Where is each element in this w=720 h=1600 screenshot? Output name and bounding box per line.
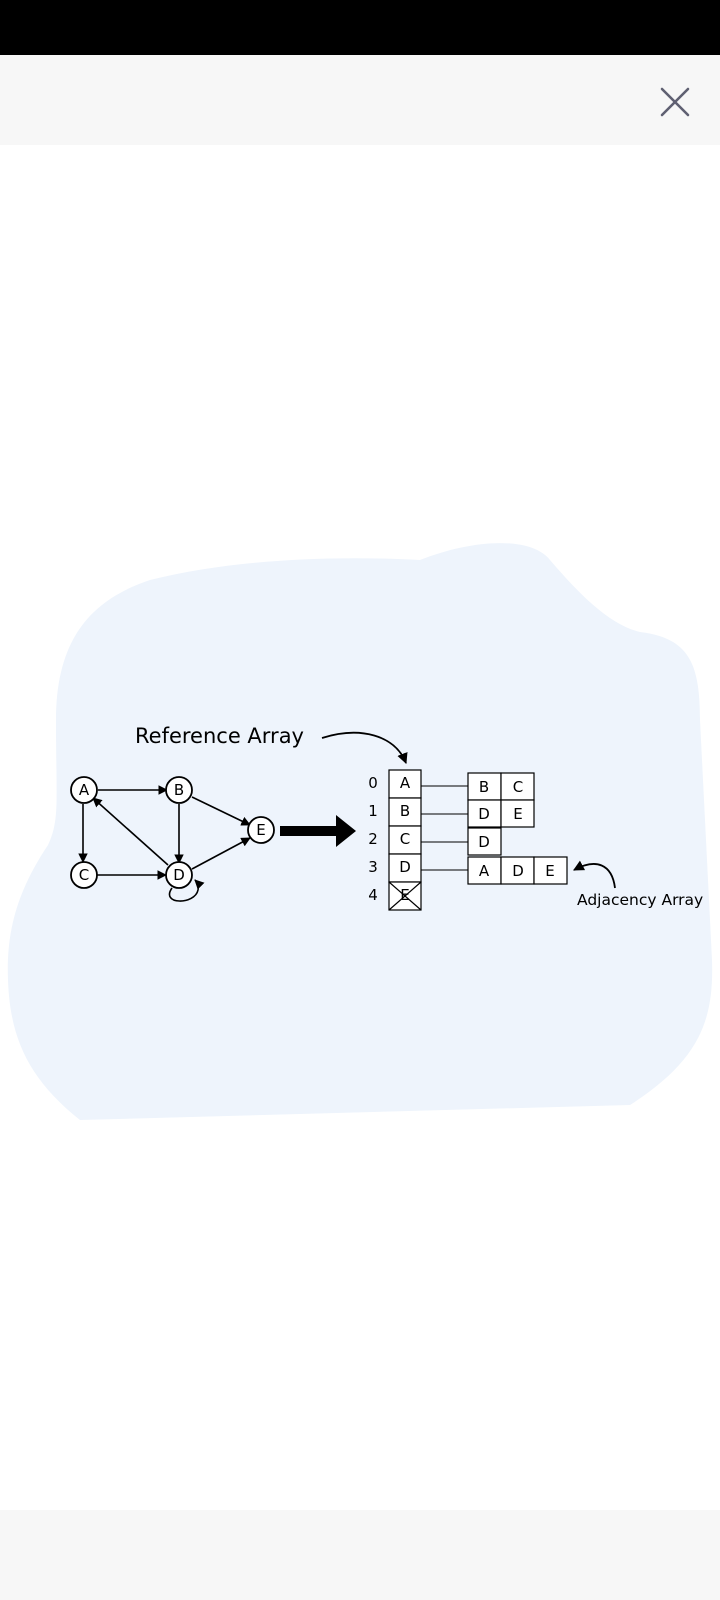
index-3: 3 <box>368 858 378 876</box>
node-e-label: E <box>256 821 265 839</box>
adj-value-1-1: E <box>513 805 522 823</box>
edge-b-e <box>191 796 251 826</box>
status-bar <box>0 0 720 55</box>
adj-value-0-1: C <box>513 778 523 796</box>
adj-cell-1-1 <box>500 799 535 828</box>
node-a-label: A <box>79 781 90 799</box>
node-b-label: B <box>174 781 184 799</box>
index-0: 0 <box>368 774 378 792</box>
ref-cell-1 <box>388 797 422 827</box>
ref-value-4: E <box>400 886 409 904</box>
ref-cell-0 <box>388 769 422 799</box>
ref-value-2: C <box>400 830 410 848</box>
adj-cell-3-1 <box>500 856 535 885</box>
edge-d-a <box>92 797 169 866</box>
conversion-arrow <box>280 815 356 847</box>
adj-cell-1-0 <box>467 799 502 828</box>
reference-array-label: Reference Array <box>135 724 304 748</box>
top-bar <box>0 55 720 145</box>
adj-value-2-0: D <box>478 833 490 851</box>
directed-graph: A B C D E <box>70 776 275 902</box>
adjacency-array-arrow <box>573 860 616 889</box>
adj-cell-0-0 <box>467 772 502 801</box>
node-c <box>70 861 98 889</box>
node-d-label: D <box>173 866 185 884</box>
node-d <box>165 861 193 889</box>
adj-value-3-2: E <box>545 862 554 880</box>
reference-array-arrow <box>321 731 408 765</box>
adj-cell-3-2 <box>533 856 568 885</box>
bottom-bar <box>0 1510 720 1600</box>
ref-value-1: B <box>400 802 410 820</box>
index-4: 4 <box>368 886 378 904</box>
index-1: 1 <box>368 802 378 820</box>
adj-value-1-0: D <box>478 805 490 823</box>
adjacency-array-label: Adjacency Array <box>577 891 703 909</box>
node-b <box>165 776 193 804</box>
ref-value-0: A <box>400 774 411 792</box>
adj-value-3-0: A <box>479 862 490 880</box>
close-icon <box>660 87 690 117</box>
adjacency-illustration: A B C D E Reference Array 0 1 2 3 4 <box>7 543 713 1120</box>
node-e <box>247 816 275 844</box>
edge-d-e <box>191 837 251 870</box>
ref-value-3: D <box>399 858 411 876</box>
null-cross-b <box>388 881 422 911</box>
adj-cell-3-0 <box>467 856 502 885</box>
index-2: 2 <box>368 830 378 848</box>
adj-value-0-0: B <box>479 778 489 796</box>
node-a <box>70 776 98 804</box>
adj-cell-2-0 <box>467 827 502 856</box>
node-c-label: C <box>79 866 89 884</box>
ref-cell-2 <box>388 825 422 855</box>
adj-value-3-1: D <box>512 862 524 880</box>
content-area: A B C D E Reference Array 0 1 2 3 4 <box>0 145 720 1510</box>
edge-d-d <box>168 879 205 902</box>
close-button[interactable] <box>655 82 695 122</box>
background-blob <box>7 543 713 1120</box>
